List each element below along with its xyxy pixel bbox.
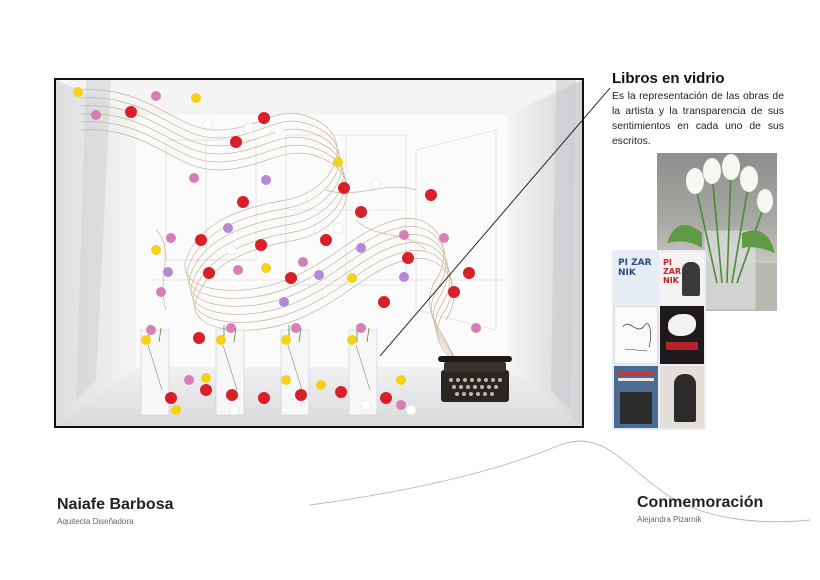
annotation-description: Es la representación de las obras de la …: [612, 91, 784, 147]
book-cover-4: [660, 306, 704, 364]
project-subtitle: Alejandra Pizarnik: [637, 515, 702, 524]
book-cover-1: PI ZAR NIK: [614, 252, 658, 304]
author-role: Aquitecta Diseñadora: [57, 517, 134, 526]
flowers: [73, 87, 481, 416]
project-title: Conmemoración: [637, 494, 764, 511]
book-covers-collage: PI ZAR NIK PI ZAR NIK: [612, 250, 706, 430]
book-cover-3-drawing: [622, 323, 651, 352]
vitrine-illustration: [54, 78, 584, 428]
annotation-title: Libros en vidrio: [612, 70, 725, 87]
book-cover-1-title: PI ZAR NIK: [618, 258, 652, 278]
book-cover-3: [614, 306, 658, 364]
author-name: Naiafe Barbosa: [57, 496, 174, 513]
book-cover-2-title: PI ZAR NIK: [663, 258, 682, 285]
book-cover-6: [660, 366, 704, 428]
typewriter: [438, 356, 512, 402]
book-cover-2: PI ZAR NIK: [660, 252, 704, 304]
book-cover-5: [614, 366, 658, 428]
vitrine-scene: [56, 80, 582, 426]
